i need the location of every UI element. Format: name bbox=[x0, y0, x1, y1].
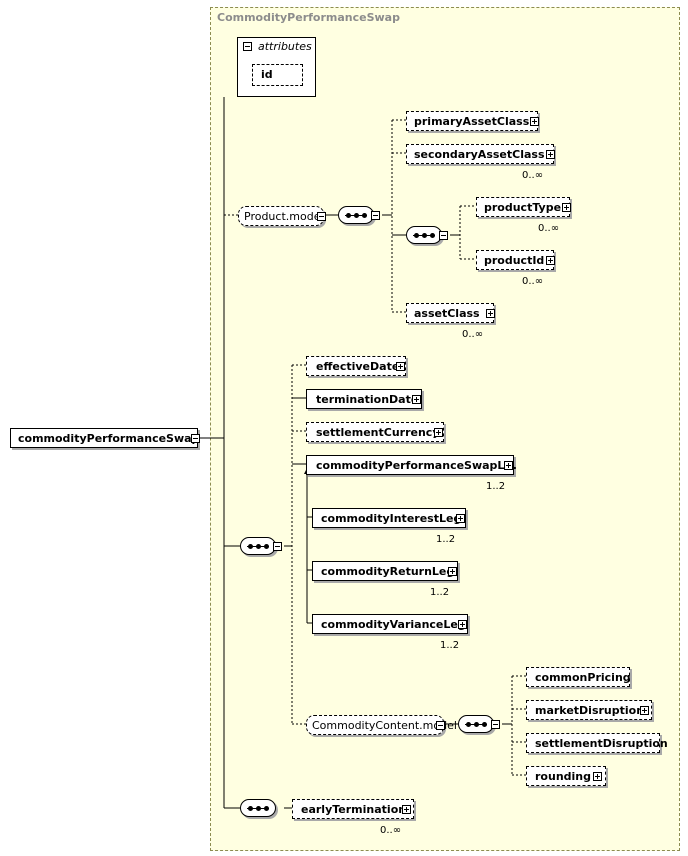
expand-icon[interactable] bbox=[530, 117, 539, 126]
element-label: effectiveDate bbox=[316, 360, 400, 373]
multiplicity-label: 0..∞ bbox=[522, 170, 544, 181]
element-label: productType bbox=[484, 201, 562, 214]
expand-icon[interactable] bbox=[456, 514, 465, 523]
element-settlement-currency[interactable]: settlementCurrency bbox=[306, 422, 444, 442]
element-common-pricing[interactable]: commonPricing bbox=[526, 667, 631, 687]
element-label: settlementDisruption bbox=[535, 737, 668, 750]
element-interest-leg[interactable]: commodityInterestLeg bbox=[312, 508, 466, 528]
collapse-icon[interactable] bbox=[243, 42, 252, 51]
expand-icon[interactable] bbox=[434, 428, 443, 437]
attribute-id[interactable]: id bbox=[252, 64, 303, 86]
root-element[interactable]: commodityPerformanceSwap bbox=[10, 428, 200, 448]
multiplicity-label: 0..∞ bbox=[462, 329, 484, 340]
element-asset-class[interactable]: assetClass bbox=[406, 303, 495, 323]
commodity-content-model-label: CommodityContent.model bbox=[312, 719, 457, 732]
element-label: earlyTermination bbox=[301, 803, 407, 816]
expand-icon[interactable] bbox=[562, 203, 571, 212]
element-product-id[interactable]: productId bbox=[476, 250, 555, 270]
expand-icon[interactable] bbox=[458, 620, 467, 629]
collapse-icon[interactable] bbox=[371, 211, 380, 220]
multiplicity-label: 1..2 bbox=[430, 587, 450, 598]
element-early-termination[interactable]: earlyTermination bbox=[292, 799, 414, 819]
collapse-icon[interactable] bbox=[439, 231, 448, 240]
expand-icon[interactable] bbox=[593, 772, 602, 781]
expand-icon[interactable] bbox=[448, 567, 457, 576]
expand-icon[interactable] bbox=[402, 805, 411, 814]
element-variance-leg[interactable]: commodityVarianceLeg bbox=[312, 614, 468, 634]
multiplicity-label: 1..2 bbox=[486, 481, 506, 492]
multiplicity-label: 1..2 bbox=[440, 640, 460, 651]
collapse-icon[interactable] bbox=[317, 212, 326, 221]
element-label: terminationDate bbox=[316, 393, 419, 406]
element-label: commodityPerformanceSwapL... bbox=[316, 459, 517, 472]
expand-icon[interactable] bbox=[546, 150, 555, 159]
root-element-label: commodityPerformanceSwap bbox=[18, 432, 200, 445]
multiplicity-label: 0..∞ bbox=[380, 825, 402, 836]
element-performance-swap-leg[interactable]: commodityPerformanceSwapL... bbox=[306, 455, 517, 475]
element-label: rounding bbox=[535, 770, 591, 783]
expand-icon[interactable] bbox=[640, 706, 649, 715]
region-title: CommodityPerformanceSwap bbox=[217, 11, 400, 24]
element-label: settlementCurrency bbox=[316, 426, 440, 439]
element-return-leg[interactable]: commodityReturnLeg bbox=[312, 561, 458, 581]
collapse-icon[interactable] bbox=[273, 542, 282, 551]
expand-icon[interactable] bbox=[504, 461, 513, 470]
element-label: marketDisruption bbox=[535, 704, 645, 717]
collapse-icon[interactable] bbox=[436, 721, 445, 730]
expand-icon[interactable] bbox=[486, 309, 495, 318]
element-termination-date[interactable]: terminationDate bbox=[306, 389, 422, 409]
attribute-id-label: id bbox=[261, 68, 273, 81]
element-label: commodityReturnLeg bbox=[321, 565, 455, 578]
element-label: primaryAssetClass bbox=[414, 115, 530, 128]
commodity-content-model-group[interactable]: CommodityContent.model bbox=[306, 715, 457, 735]
element-settlement-disruption[interactable]: settlementDisruption bbox=[526, 733, 668, 753]
element-secondary-asset-class[interactable]: secondaryAssetClass bbox=[406, 144, 555, 164]
multiplicity-label: 1..2 bbox=[436, 534, 456, 545]
expand-icon[interactable] bbox=[546, 256, 555, 265]
element-label: secondaryAssetClass bbox=[414, 148, 545, 161]
element-label: commonPricing bbox=[535, 671, 631, 684]
element-label: commodityInterestLeg bbox=[321, 512, 462, 525]
sequence-icon bbox=[240, 799, 276, 817]
sequence-icon bbox=[338, 206, 374, 224]
attributes-label: attributes bbox=[258, 40, 312, 53]
product-model-group[interactable]: Product.model bbox=[238, 206, 326, 226]
element-label: commodityVarianceLeg bbox=[321, 618, 466, 631]
collapse-icon[interactable] bbox=[191, 434, 200, 443]
sequence-icon bbox=[406, 226, 442, 244]
multiplicity-label: 0..∞ bbox=[538, 223, 560, 234]
element-primary-asset-class[interactable]: primaryAssetClass bbox=[406, 111, 539, 131]
expand-icon[interactable] bbox=[396, 362, 405, 371]
expand-icon[interactable] bbox=[412, 395, 421, 404]
sequence-icon bbox=[458, 715, 494, 733]
element-rounding[interactable]: rounding bbox=[526, 766, 606, 786]
collapse-icon[interactable] bbox=[491, 720, 500, 729]
element-label: productId bbox=[484, 254, 545, 267]
element-effective-date[interactable]: effectiveDate bbox=[306, 356, 406, 376]
element-market-disruption[interactable]: marketDisruption bbox=[526, 700, 652, 720]
element-product-type[interactable]: productType bbox=[476, 197, 571, 217]
element-label: assetClass bbox=[414, 307, 480, 320]
sequence-icon bbox=[240, 537, 276, 555]
product-model-label: Product.model bbox=[244, 210, 324, 223]
multiplicity-label: 0..∞ bbox=[522, 276, 544, 287]
